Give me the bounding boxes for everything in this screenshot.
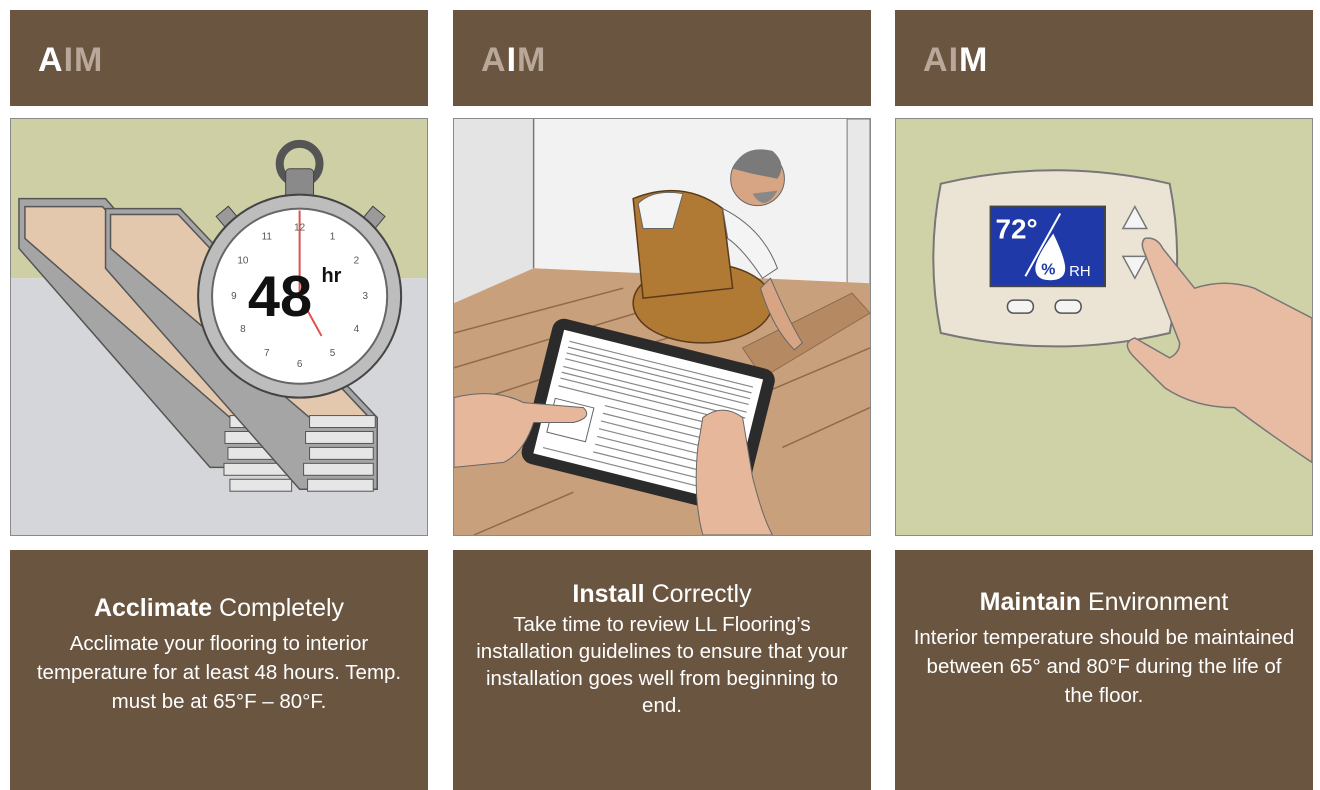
panel-header: AIM [895, 10, 1313, 106]
thermostat-icon: 72° % RH [932, 169, 1179, 348]
aim-letter-i: I [948, 41, 960, 79]
up-arrow-icon [1121, 205, 1149, 230]
panel-header: AIM [453, 10, 871, 106]
down-arrow-icon [1121, 255, 1149, 280]
dial-1: 1 [330, 231, 336, 242]
timer-unit: hr [322, 265, 342, 287]
temperature-readout: 72° [996, 213, 1038, 244]
title-bold: Install [572, 580, 645, 608]
worker-icon [632, 149, 803, 351]
panel-footer: Acclimate Completely Acclimate your floo… [10, 550, 428, 790]
hand-left-icon [454, 393, 588, 468]
hand-right-icon [695, 409, 774, 535]
title-bold: Acclimate [93, 594, 213, 622]
aim-letter-i: I [63, 41, 75, 79]
aim-letter-a: A [481, 41, 507, 79]
dial-2: 2 [354, 255, 360, 266]
dial-6: 6 [297, 359, 303, 370]
dial-8: 8 [240, 324, 246, 335]
aim-letter-m: M [517, 41, 547, 79]
dial-10: 10 [237, 255, 249, 266]
dial-7: 7 [264, 348, 270, 359]
dial-11: 11 [262, 231, 273, 242]
aim-letter-m: M [74, 41, 104, 79]
title-rest: Completely [212, 594, 345, 622]
panel-title: Install Correctly [453, 580, 871, 609]
panel-body: Interior temperature should be maintaine… [913, 626, 1295, 707]
humidity-symbol: % [1041, 261, 1055, 278]
install-illustration [453, 118, 871, 536]
panel-body: Take time to review LL Flooring’s instal… [476, 613, 848, 717]
acclimate-illustration: 12 1 2 3 4 5 6 7 8 9 10 11 48 hr [10, 118, 428, 536]
panel-footer: Install Correctly Take time to review LL… [453, 550, 871, 790]
stopwatch-icon: 12 1 2 3 4 5 6 7 8 9 10 11 48 hr [197, 139, 403, 399]
panel-header: AIM [10, 10, 428, 106]
panel-body: Acclimate your flooring to interior temp… [36, 632, 402, 713]
dial-3: 3 [363, 291, 369, 302]
aim-letter-i: I [506, 41, 518, 79]
title-rest: Environment [1081, 588, 1229, 616]
aim-logo: AIM [481, 41, 546, 80]
hand-pointing-icon [1126, 237, 1312, 464]
panel-title: Maintain Environment [895, 588, 1313, 617]
maintain-illustration: 72° % RH [895, 118, 1313, 536]
aim-letter-a: A [38, 41, 64, 79]
dial-12: 12 [294, 222, 306, 233]
dial-9: 9 [231, 291, 237, 302]
title-bold: Maintain [979, 588, 1082, 616]
aim-letter-m: M [959, 41, 989, 79]
timer-value: 48 [248, 265, 312, 329]
dial-5: 5 [330, 348, 336, 359]
title-rest: Correctly [644, 580, 752, 608]
aim-logo: AIM [38, 41, 103, 80]
humidity-unit: RH [1069, 263, 1091, 280]
panel-footer: Maintain Environment Interior temperatur… [895, 550, 1313, 790]
panel-title: Acclimate Completely [10, 594, 428, 623]
aim-letter-a: A [923, 41, 949, 79]
aim-logo: AIM [923, 41, 988, 80]
dial-4: 4 [354, 324, 360, 335]
